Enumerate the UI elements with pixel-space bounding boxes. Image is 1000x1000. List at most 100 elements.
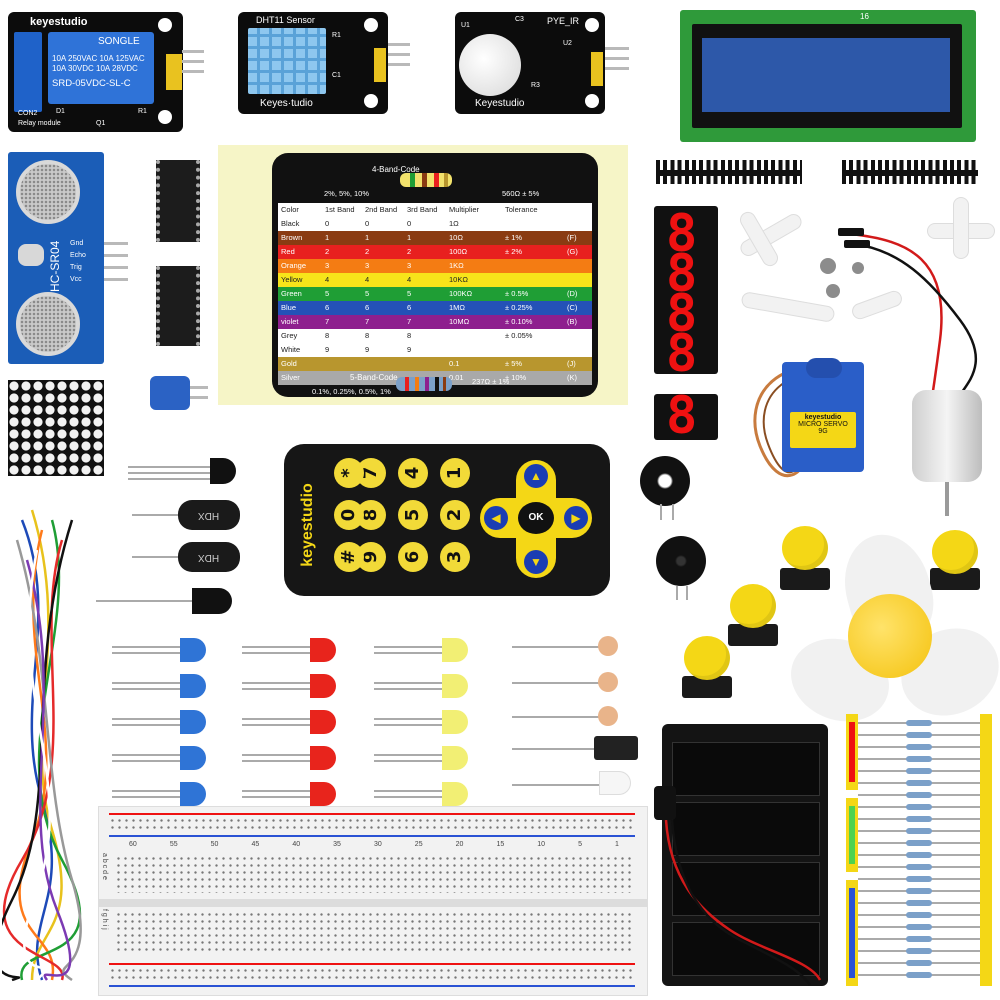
table-cell: 5 (365, 289, 370, 298)
tolerance-code: (B) (567, 317, 577, 326)
seg-digit: 8 (666, 204, 698, 264)
mount-hole (364, 18, 378, 32)
table-cell: 100KΩ (449, 289, 473, 298)
remote-key-button[interactable]: 5 (398, 500, 428, 530)
rgb-led (600, 772, 630, 794)
tolerance-code: (C) (567, 303, 578, 312)
led-lead (112, 724, 182, 726)
left-arrow-button[interactable]: ◀ (484, 506, 508, 530)
led-lead (242, 760, 312, 762)
mount-hole (158, 110, 172, 124)
terminal-holes (115, 911, 631, 951)
battery-slot (672, 862, 820, 916)
led-lead (374, 646, 444, 648)
table-cell: ± 1% (505, 233, 523, 242)
active-buzzer (656, 536, 706, 586)
dht11-r1-label: R1 (332, 32, 341, 39)
relay-footer-label: Relay module (18, 120, 61, 127)
table-cell: Grey (281, 331, 298, 340)
table-cell: 3 (325, 261, 330, 270)
led (310, 638, 336, 662)
table-cell: 10Ω (449, 233, 463, 242)
table-cell: Silver (281, 373, 300, 382)
led-lead (112, 652, 182, 654)
ir-receiver: HDX (178, 500, 240, 530)
rail-line-blue (109, 985, 635, 987)
led (442, 710, 468, 734)
rail-line-red (109, 813, 635, 815)
dc-plug (654, 786, 676, 820)
servo-horn (954, 198, 968, 258)
card-bottom-example: 237Ω ± 1% (472, 377, 510, 386)
pir-title: PYE_IR (547, 16, 580, 26)
resistor (906, 912, 932, 918)
resistor (906, 936, 932, 942)
remote-key-button[interactable]: 3 (440, 542, 470, 572)
table-cell: 1MΩ (449, 303, 466, 312)
center-channel (99, 899, 647, 907)
header-pin (104, 242, 128, 245)
table-cell: ± 0.5% (505, 289, 529, 298)
breadboard-column-number: 30 (373, 841, 382, 848)
resistor (906, 744, 932, 750)
remote-key-button[interactable]: # (334, 542, 364, 572)
seg-digit: 8 (666, 386, 698, 446)
led (180, 782, 206, 806)
component-lead (128, 478, 214, 480)
resistor (906, 924, 932, 930)
crystal (18, 244, 44, 266)
table-cell: 3 (365, 261, 370, 270)
led-lead (242, 688, 312, 690)
ok-button[interactable]: OK (518, 502, 554, 534)
remote-key-button[interactable]: 2 (440, 500, 470, 530)
remote-key-button[interactable]: * (334, 458, 364, 488)
relay-spec-line2: 10A 30VDC 10A 28VDC (52, 64, 138, 73)
tolerance-code (564, 329, 592, 343)
table-cell: 0 (325, 219, 330, 228)
pot-pin (190, 386, 208, 389)
table-cell: violet (281, 317, 299, 326)
relay-model-label: SRD-05VDC-SL-C (52, 78, 131, 89)
up-arrow-button[interactable]: ▲ (524, 464, 548, 488)
remote-key-button[interactable]: 6 (398, 542, 428, 572)
table-cell: 4 (365, 275, 370, 284)
component-lead (128, 472, 214, 474)
remote-key-button[interactable]: 4 (398, 458, 428, 488)
down-arrow-button[interactable]: ▼ (524, 550, 548, 574)
potentiometer (150, 376, 190, 410)
right-arrow-button[interactable]: ▶ (564, 506, 588, 530)
led-lead (242, 754, 312, 756)
card-top-tol: 2%, 5%, 10% (324, 189, 370, 198)
screw (820, 258, 836, 274)
lcd-module: 16 (680, 10, 976, 142)
table-cell: 2 (365, 247, 370, 256)
resistor (906, 780, 932, 786)
resistor (906, 948, 932, 954)
remote-key-button[interactable]: 0 (334, 500, 364, 530)
push-button (684, 636, 730, 680)
ir-led (192, 588, 232, 614)
led-lead (374, 724, 444, 726)
table-cell (322, 357, 362, 371)
buzzer-pin (660, 504, 662, 520)
mount-hole (585, 18, 599, 32)
buzzer-pin (676, 586, 678, 600)
pin-label: Echo (70, 252, 86, 259)
tape-mark (849, 888, 855, 978)
pir-dome (459, 34, 521, 96)
led-lead (374, 790, 444, 792)
servo-horn (741, 292, 835, 322)
resistor (906, 828, 932, 834)
relay-maker-label: SONGLE (98, 36, 140, 47)
dpad: ▲ ▼ ◀ ▶ OK (480, 460, 592, 578)
breadboard-column-number: 35 (333, 841, 341, 848)
table-cell: 2 (325, 247, 330, 256)
photoresistor (598, 636, 618, 656)
breadboard-column-number: 15 (496, 841, 505, 848)
relay-q1-label: Q1 (96, 120, 106, 127)
remote-key-button[interactable]: 1 (440, 458, 470, 488)
dht11-module: DHT11 Sensor Keyes·tudio R1 C1 (238, 12, 388, 114)
